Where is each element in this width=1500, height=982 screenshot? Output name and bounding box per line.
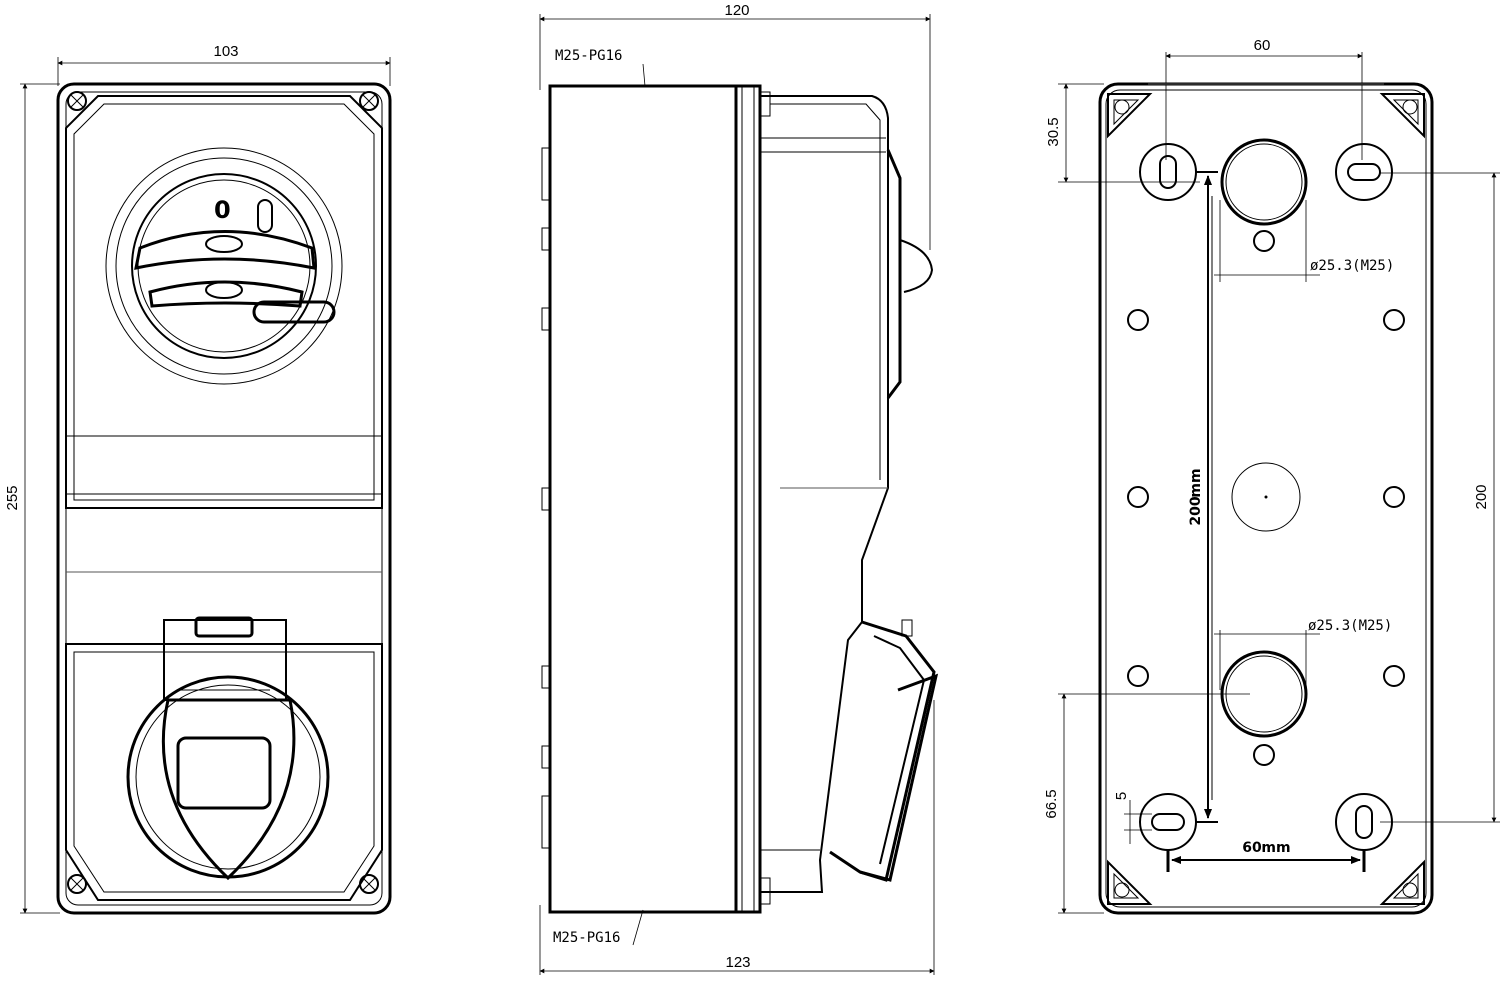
front-width-label: 103 [213,43,238,60]
front-enclosure-outline [56,82,392,915]
back-inner-height-label: 200 [1188,496,1204,525]
back-center-knockout [1231,462,1301,532]
back-slot-dimension: 5 [1113,792,1152,844]
back-bottom-cable-entry [1220,650,1308,738]
industrial-socket [126,616,330,881]
back-bottom-offset-dimension: 66.5 [1043,693,1250,914]
side-ribs [541,147,551,849]
back-view: 60 30.5 200 66.5 ø25.3(M25) [1043,37,1500,915]
side-bottom-gland-label: M25-PG16 [553,930,620,946]
side-switch-profile [760,95,889,622]
rotary-switch: 0 [105,147,343,385]
side-top-gland-label: M25-PG16 [555,48,622,64]
front-height-label: 255 [4,485,21,510]
switch-zero-mark: 0 [214,196,231,224]
back-mounting-height-dimension: 200 [1380,172,1500,823]
back-bottom-hole-dimension: ø25.3(M25) [1214,618,1392,690]
back-inner-width-label: 60 [1242,840,1262,856]
front-screws [67,91,379,894]
back-top-hole-dimension: ø25.3(M25) [1214,200,1394,282]
front-view: 103 255 0 [4,43,392,915]
back-inner-height-unit: mm [1188,468,1204,497]
back-top-spacing-label: 60 [1254,37,1271,54]
side-bottom-width-label: 123 [725,954,750,971]
side-socket-profile [760,621,863,893]
back-slot-label: 5 [1113,792,1130,800]
back-inner-width-dimension: 60 mm [1166,840,1366,872]
side-view: 120 123 M25-PG16 M25-PG16 [539,2,939,975]
back-top-cable-entry [1220,138,1308,226]
side-body [548,84,738,914]
front-lower-cover [65,643,383,901]
socket-window [176,736,272,810]
back-corner-brackets [1107,93,1425,905]
side-bottom-width-dimension: 123 [539,700,935,975]
back-mounting-height-label: 200 [1473,484,1490,509]
back-bottom-offset-label: 66.5 [1043,789,1060,818]
back-top-spacing-dimension: 60 [1165,37,1363,160]
side-top-width-dimension: 120 [539,2,931,250]
back-inner-width-unit: mm [1261,840,1290,856]
front-width-dimension: 103 [57,43,391,86]
front-height-dimension: 255 [4,83,60,914]
back-top-offset-label: 30.5 [1045,117,1062,146]
back-top-hole-label: ø25.3(M25) [1310,258,1394,274]
back-screw-holes [1127,230,1405,766]
back-bottom-hole-label: ø25.3(M25) [1308,618,1392,634]
side-top-width-label: 120 [724,2,749,19]
back-inner-height-dimension: 200 mm [1188,171,1218,823]
